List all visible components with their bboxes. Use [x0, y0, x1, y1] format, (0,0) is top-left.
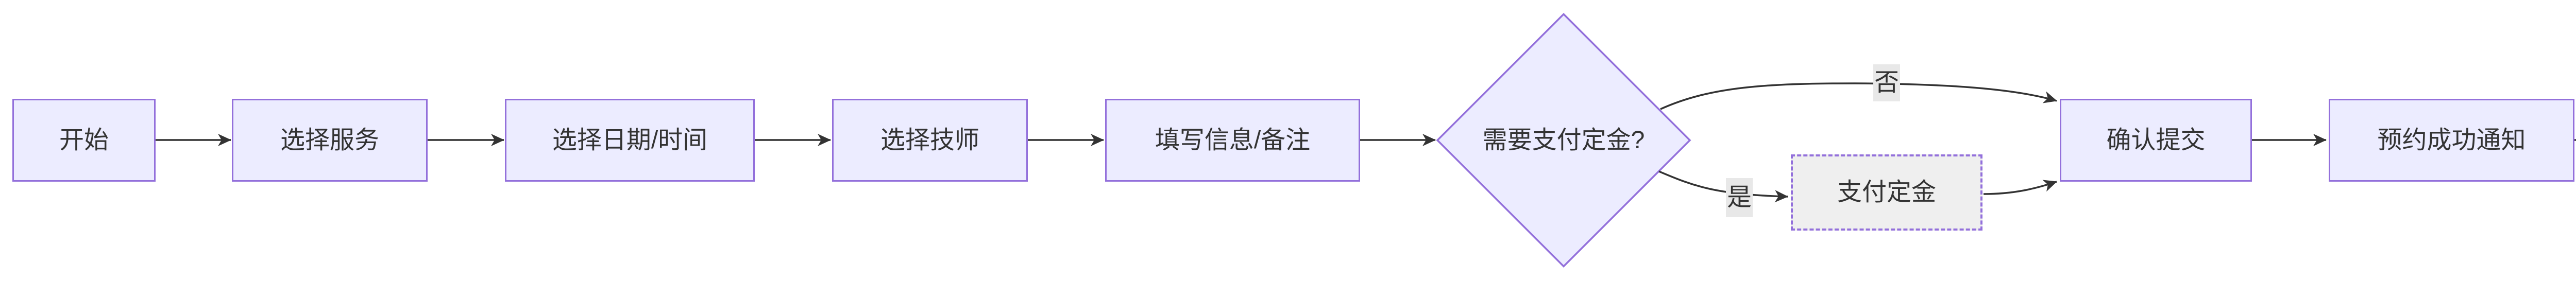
node-confirm-submit-label: 确认提交 [2106, 126, 2206, 154]
node-select-service: 选择服务 [232, 99, 428, 182]
edge-label-yes-text: 是 [1726, 184, 1752, 211]
node-booking-success-notice: 预约成功通知 [2329, 99, 2574, 182]
node-pay-deposit: 支付定金 [1791, 154, 1982, 231]
node-need-deposit: 需要支付定金? [1437, 99, 1690, 182]
edge-need-deposit-to-confirm-submit [1660, 82, 2057, 110]
node-booking-success-notice-label: 预约成功通知 [2377, 126, 2526, 154]
edge-pay-deposit-to-confirm-submit [1983, 180, 2057, 195]
node-select-datetime: 选择日期/时间 [505, 99, 755, 182]
node-need-deposit-label: 需要支付定金? [1482, 126, 1645, 154]
edge-label-no: 否 [1873, 64, 1900, 101]
node-start: 开始 [12, 99, 156, 182]
edge-need-deposit-to-pay-deposit [1658, 170, 1788, 203]
edge-label-yes: 是 [1726, 178, 1753, 217]
node-pay-deposit-label: 支付定金 [1837, 179, 1936, 206]
node-select-technician: 选择技师 [832, 99, 1028, 182]
node-select-service-label: 选择服务 [280, 126, 379, 154]
node-start-label: 开始 [59, 126, 109, 154]
node-select-datetime-label: 选择日期/时间 [552, 126, 708, 154]
node-fill-info: 填写信息/备注 [1105, 99, 1360, 182]
node-select-technician-label: 选择技师 [880, 126, 979, 154]
node-fill-info-label: 填写信息/备注 [1155, 126, 1311, 154]
edge-label-no-text: 否 [1874, 69, 1899, 96]
decision-diamond-shape [1436, 13, 1691, 268]
node-confirm-submit: 确认提交 [2060, 99, 2252, 182]
